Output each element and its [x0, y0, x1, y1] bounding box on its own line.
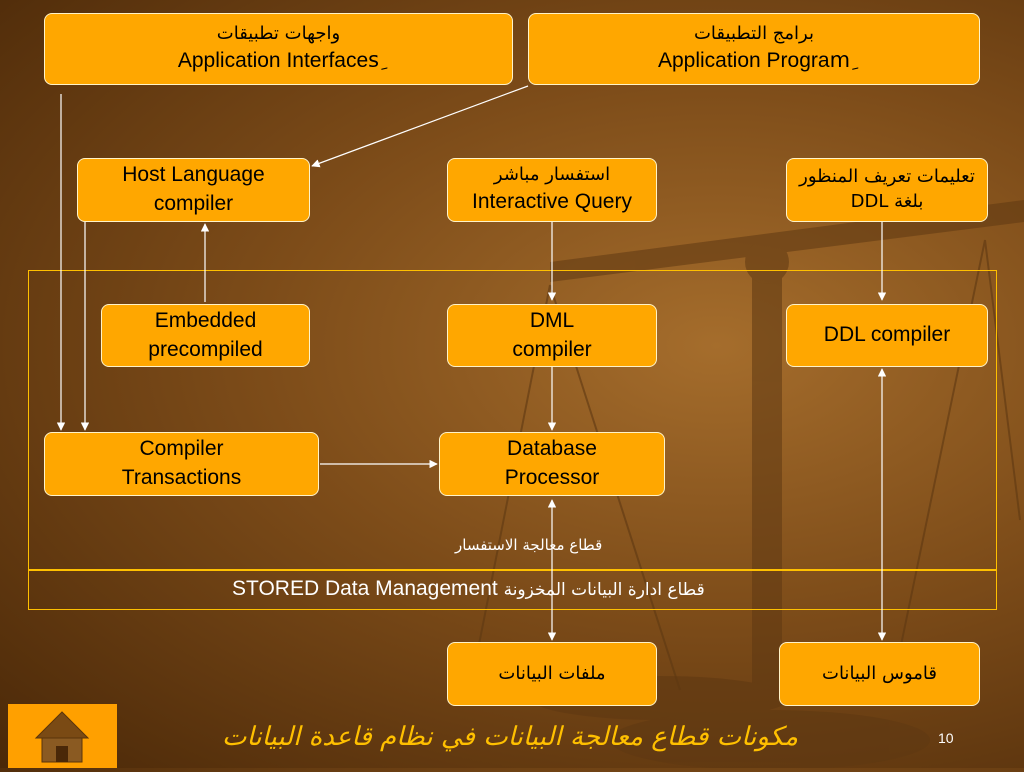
host-language-line2: compiler [153, 192, 234, 215]
query-processing-label: قطاع معالجة الاستفسار [455, 536, 603, 554]
ddl-statements-box: تعليمات تعريف المنظور بلغة DDL [786, 158, 988, 222]
application-interfaces-en: Application Interfacesِ [177, 48, 380, 72]
database-processor-line1: Database [507, 437, 597, 461]
compiler-transactions-line1: Compiler [139, 437, 224, 461]
interactive-query-box: استفسار مباشر Interactive Query [447, 158, 657, 222]
query-processing-region [28, 270, 997, 570]
data-dictionary-label: قاموس البيانات [822, 662, 937, 684]
data-files-box: ملفات البيانات [447, 642, 657, 706]
database-processor-line2: Processor [504, 466, 600, 489]
interactive-query-ar: استفسار مباشر [493, 164, 611, 186]
stored-data-label-ar: قطاع ادارة البيانات المخزونة [503, 580, 705, 600]
application-programs-box: برامج التطبيقات Application Programِ [528, 13, 980, 85]
application-programs-en: Application Programِ [657, 48, 851, 72]
ddl-compiler-box: DDL compiler [786, 304, 988, 367]
host-language-compiler-box: Host Language compiler [77, 158, 310, 222]
dml-compiler-line1: DML [529, 308, 575, 332]
compiler-transactions-line2: Transactions [121, 466, 242, 489]
embedded-precompiled-line2: precompiled [148, 337, 263, 361]
host-language-line1: Host Language [122, 163, 265, 187]
embedded-precompiled-line1: Embedded [154, 308, 257, 332]
application-interfaces-box: واجهات تطبيقات Application Interfacesِ [44, 13, 513, 85]
stored-data-label: STORED Data Management قطاع ادارة البيان… [232, 577, 705, 601]
compiler-transactions-box: Compiler Transactions [44, 432, 319, 496]
embedded-precompiled-box: Embedded precompiled [101, 304, 310, 367]
stored-data-region [28, 570, 997, 610]
application-programs-ar: برامج التطبيقات [693, 23, 814, 45]
slide-title: مكونات قطاع معالجة البيانات في نظام قاعد… [221, 722, 799, 752]
dml-compiler-line2: compiler [512, 337, 592, 361]
home-button[interactable] [8, 704, 117, 768]
data-dictionary-box: قاموس البيانات [779, 642, 980, 706]
ddl-compiler-line1: DDL compiler [823, 323, 951, 347]
interactive-query-en: Interactive Query [472, 189, 632, 213]
data-files-label: ملفات البيانات [498, 662, 606, 684]
stored-data-label-en: STORED Data Management [232, 577, 498, 600]
ddl-statements-line1: تعليمات تعريف المنظور [799, 166, 975, 188]
database-processor-box: Database Processor [439, 432, 665, 496]
page-number: 10 [938, 730, 954, 746]
home-icon [34, 711, 90, 763]
application-interfaces-ar: واجهات تطبيقات [216, 23, 341, 45]
dml-compiler-box: DML compiler [447, 304, 657, 367]
ddl-statements-line2: بلغة DDL [850, 191, 924, 212]
